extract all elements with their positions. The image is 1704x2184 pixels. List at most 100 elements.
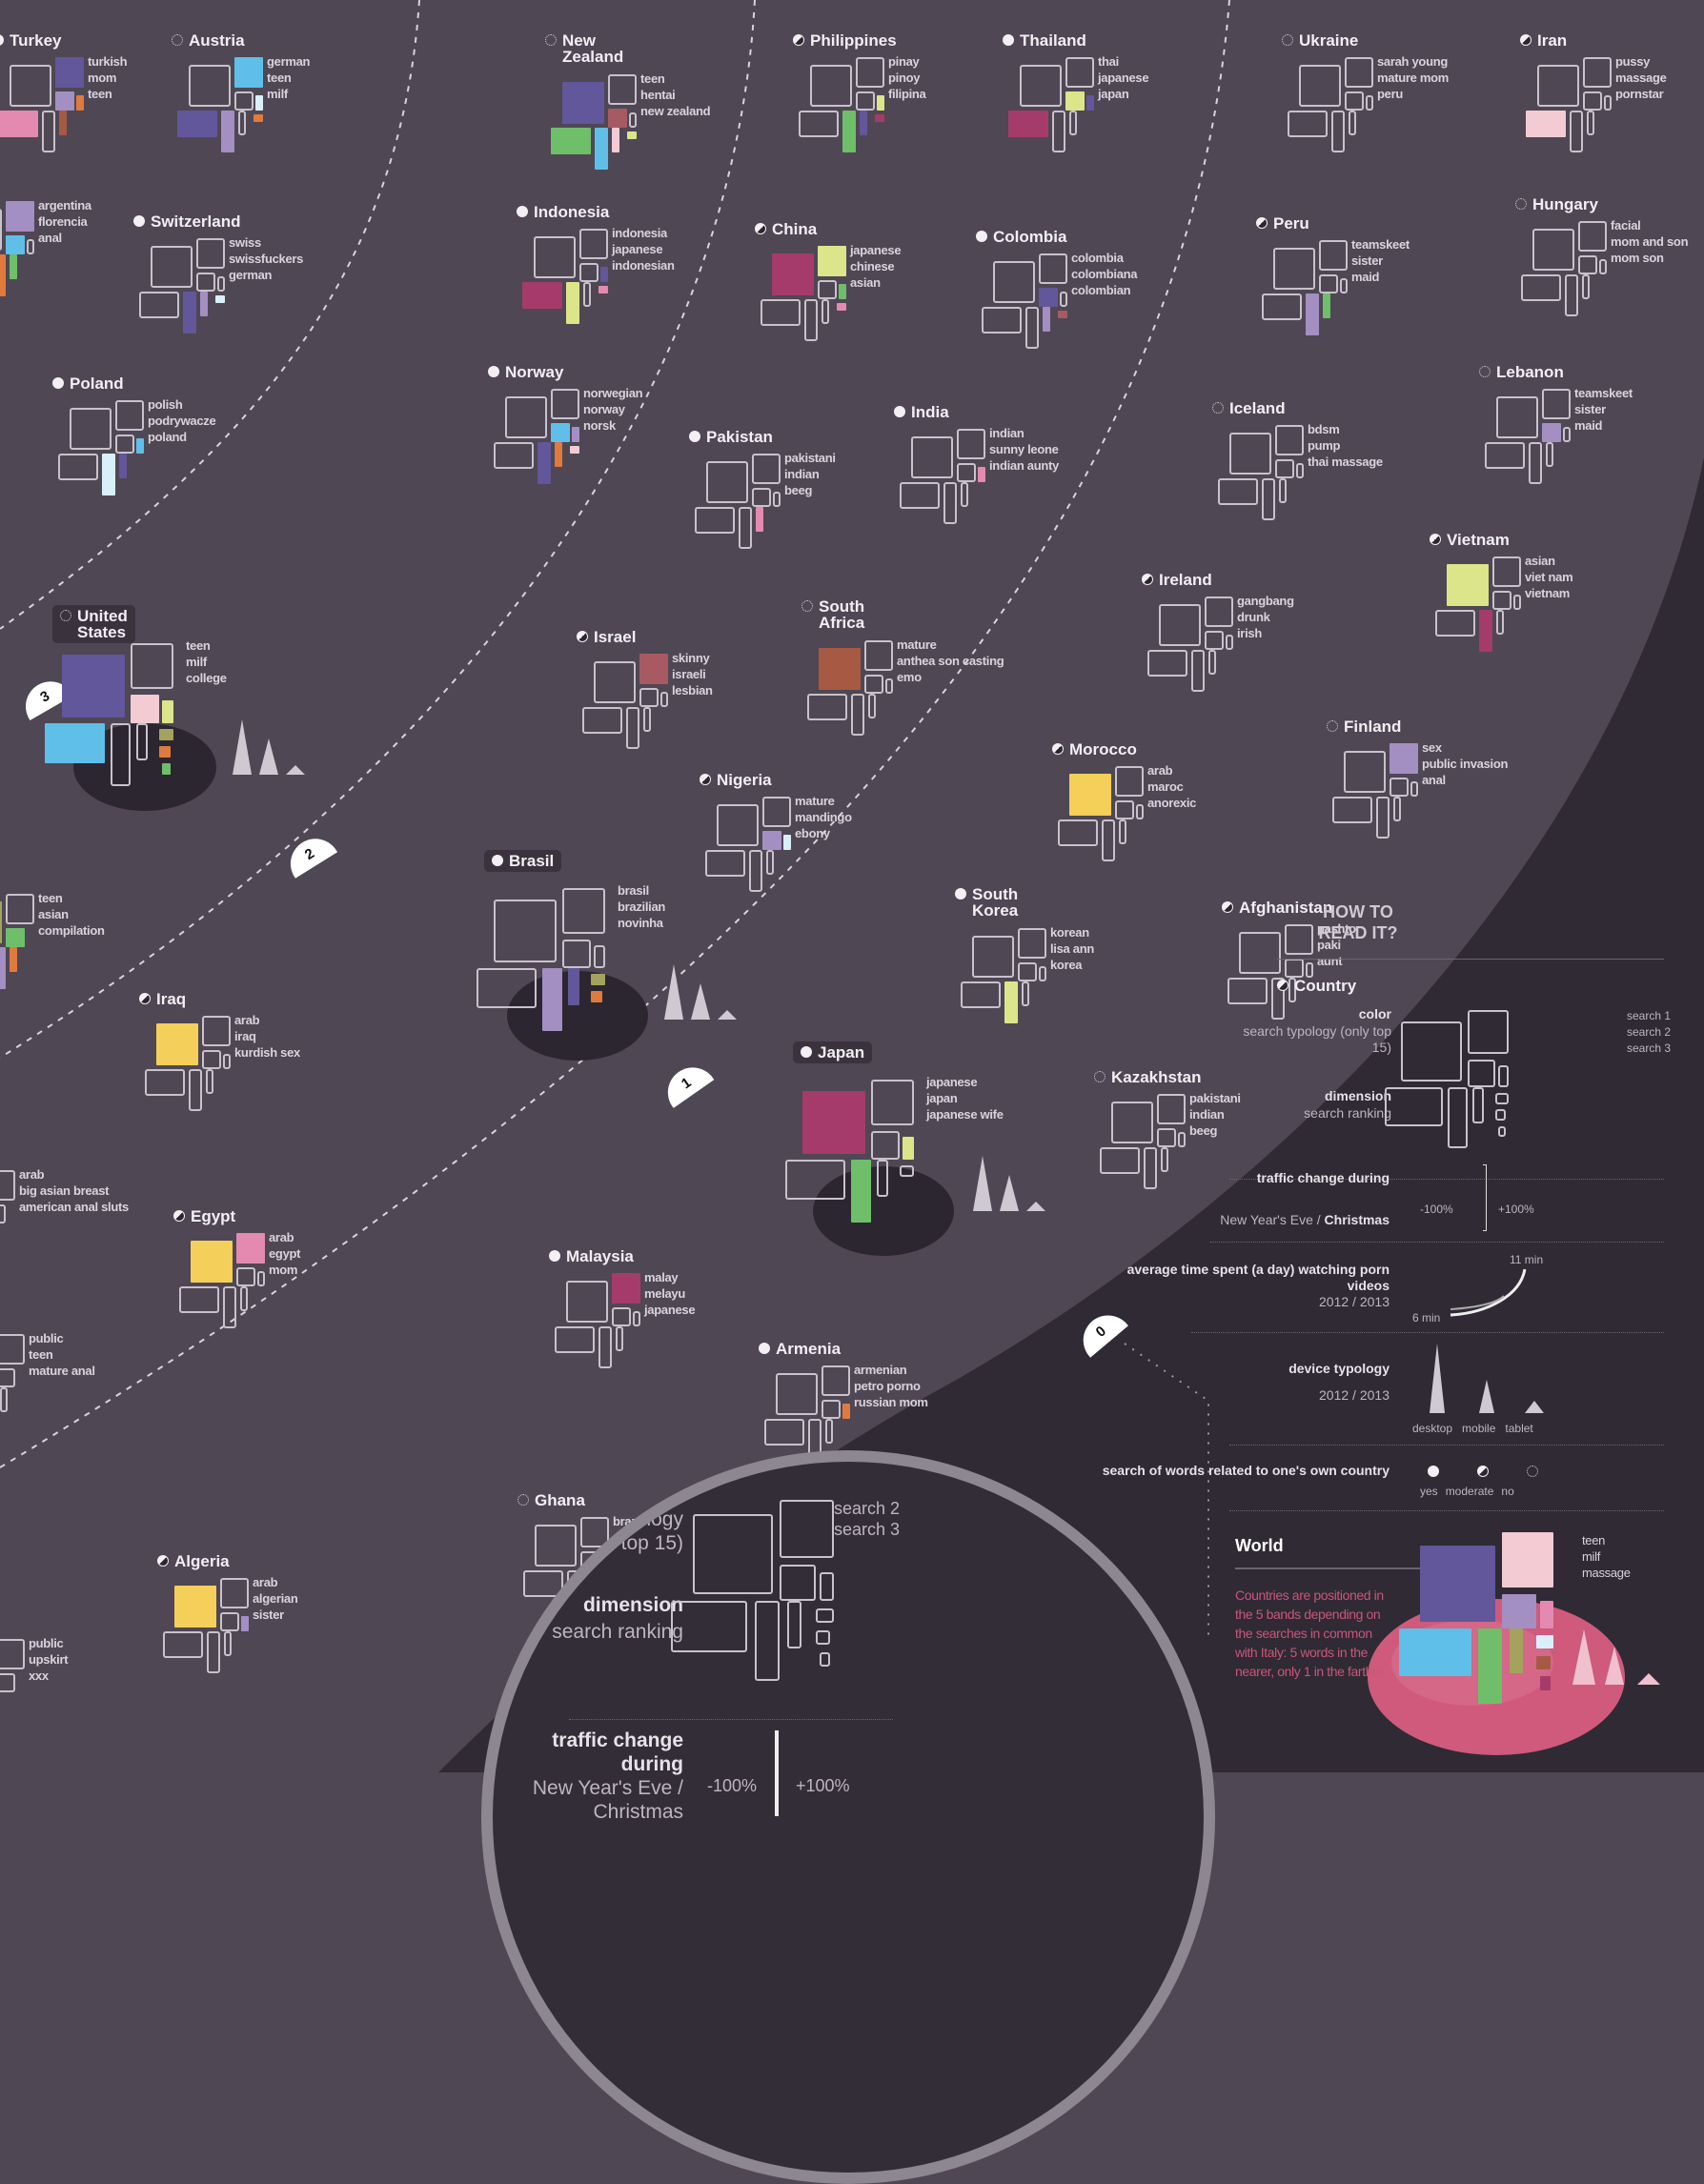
- search-term: poland: [148, 430, 187, 444]
- search-term: vietnam: [1525, 586, 1571, 600]
- mag-cell: [671, 1601, 747, 1652]
- search-cell: [594, 661, 636, 703]
- search-cell: [1136, 804, 1144, 819]
- search-cell: [1004, 981, 1018, 1023]
- search-term: russian mom: [854, 1395, 928, 1409]
- search-term: teen: [186, 638, 211, 653]
- search-cell: [766, 850, 774, 875]
- country-title: Brasil: [484, 850, 562, 872]
- search-cell: [191, 1241, 233, 1283]
- search-cell: [819, 648, 861, 690]
- search-term: teen: [38, 891, 63, 905]
- country-title: New Zealand: [545, 32, 623, 65]
- search-term: israeli: [672, 667, 706, 681]
- search-cell: [978, 467, 985, 482]
- country-name: Indonesia: [534, 203, 610, 221]
- search-term: gangbang: [1237, 594, 1294, 608]
- search-cell: [856, 91, 875, 111]
- mag-dimension-desc: search ranking: [552, 1621, 683, 1643]
- search-cell: [523, 1570, 563, 1597]
- moderate-marker-icon: [1277, 980, 1288, 991]
- legend-traffic-label: traffic change during: [1256, 1170, 1390, 1185]
- search-cell: [6, 201, 34, 232]
- search-cell: [972, 936, 1014, 978]
- us-ellipse: [73, 723, 216, 811]
- search-term: japan: [1098, 87, 1129, 101]
- search-cell: [1226, 635, 1233, 650]
- search-cell: [1205, 631, 1224, 650]
- search-cell: [159, 729, 173, 740]
- country-title: India: [894, 404, 949, 420]
- country-name: Afghanistan: [1239, 899, 1333, 917]
- mag-color-label: color: [634, 1482, 683, 1504]
- mag-cell: [816, 1608, 835, 1624]
- search-term: facial: [1611, 218, 1641, 233]
- search-term: florencia: [38, 214, 88, 229]
- search-term: upskirt: [29, 1652, 69, 1667]
- search-cell: [1582, 274, 1590, 299]
- country-title: Armenia: [759, 1341, 841, 1357]
- search-term: sex: [1422, 740, 1442, 755]
- search-cell: [957, 463, 976, 482]
- search-term: podrywacze: [148, 414, 216, 428]
- band-line-3: [0, 0, 756, 1059]
- search-cell: [566, 282, 579, 324]
- yes-marker-icon: [894, 406, 905, 417]
- country-name: China: [772, 220, 818, 238]
- search-term: mature: [897, 637, 937, 652]
- search-cell: [739, 507, 752, 549]
- search-cell: [864, 640, 893, 671]
- search-cell: [762, 797, 791, 827]
- search-cell: [1546, 442, 1553, 467]
- search-term: brazilian: [618, 900, 666, 914]
- search-cell: [1065, 57, 1094, 88]
- search-cell: [136, 438, 144, 454]
- search-term: thai: [1098, 54, 1119, 69]
- search-term: turkish: [88, 54, 128, 69]
- country-name: South Korea: [972, 885, 1019, 920]
- search-cell: [1485, 442, 1525, 469]
- world-cell: [1540, 1601, 1554, 1628]
- search-cell: [822, 299, 829, 324]
- search-cell: [1218, 478, 1258, 505]
- band-line-2: [0, 0, 1230, 1468]
- search-cell: [1319, 274, 1338, 293]
- moderate-marker-icon: [1142, 574, 1153, 585]
- search-cell: [551, 423, 570, 442]
- world-cell: [1502, 1593, 1537, 1628]
- search-term: mom and son: [1611, 234, 1689, 249]
- device-cones: [973, 1156, 1045, 1211]
- country-name: Finland: [1344, 718, 1402, 736]
- search-term: aunt: [1317, 954, 1343, 968]
- search-term: sunny leone: [989, 442, 1059, 456]
- search-cell: [6, 235, 25, 254]
- search-cell: [1435, 610, 1475, 637]
- search-cell: [1599, 259, 1607, 274]
- search-cell: [1479, 610, 1492, 652]
- search-cell: [1279, 478, 1287, 503]
- search-cell: [799, 111, 839, 137]
- country-name: India: [911, 403, 949, 421]
- search-term: algerian: [253, 1591, 298, 1606]
- search-term: pakistani: [1189, 1091, 1241, 1105]
- search-cell: [629, 112, 637, 128]
- legend-dimension-desc: search ranking: [1304, 1105, 1391, 1121]
- search-term: arab: [253, 1575, 278, 1589]
- no-marker-icon: [545, 34, 557, 46]
- search-cell: [639, 654, 668, 684]
- search-cell: [234, 57, 263, 88]
- search-cell: [0, 1387, 8, 1412]
- search-cell: [594, 945, 605, 968]
- world-device-cones: [1572, 1629, 1660, 1685]
